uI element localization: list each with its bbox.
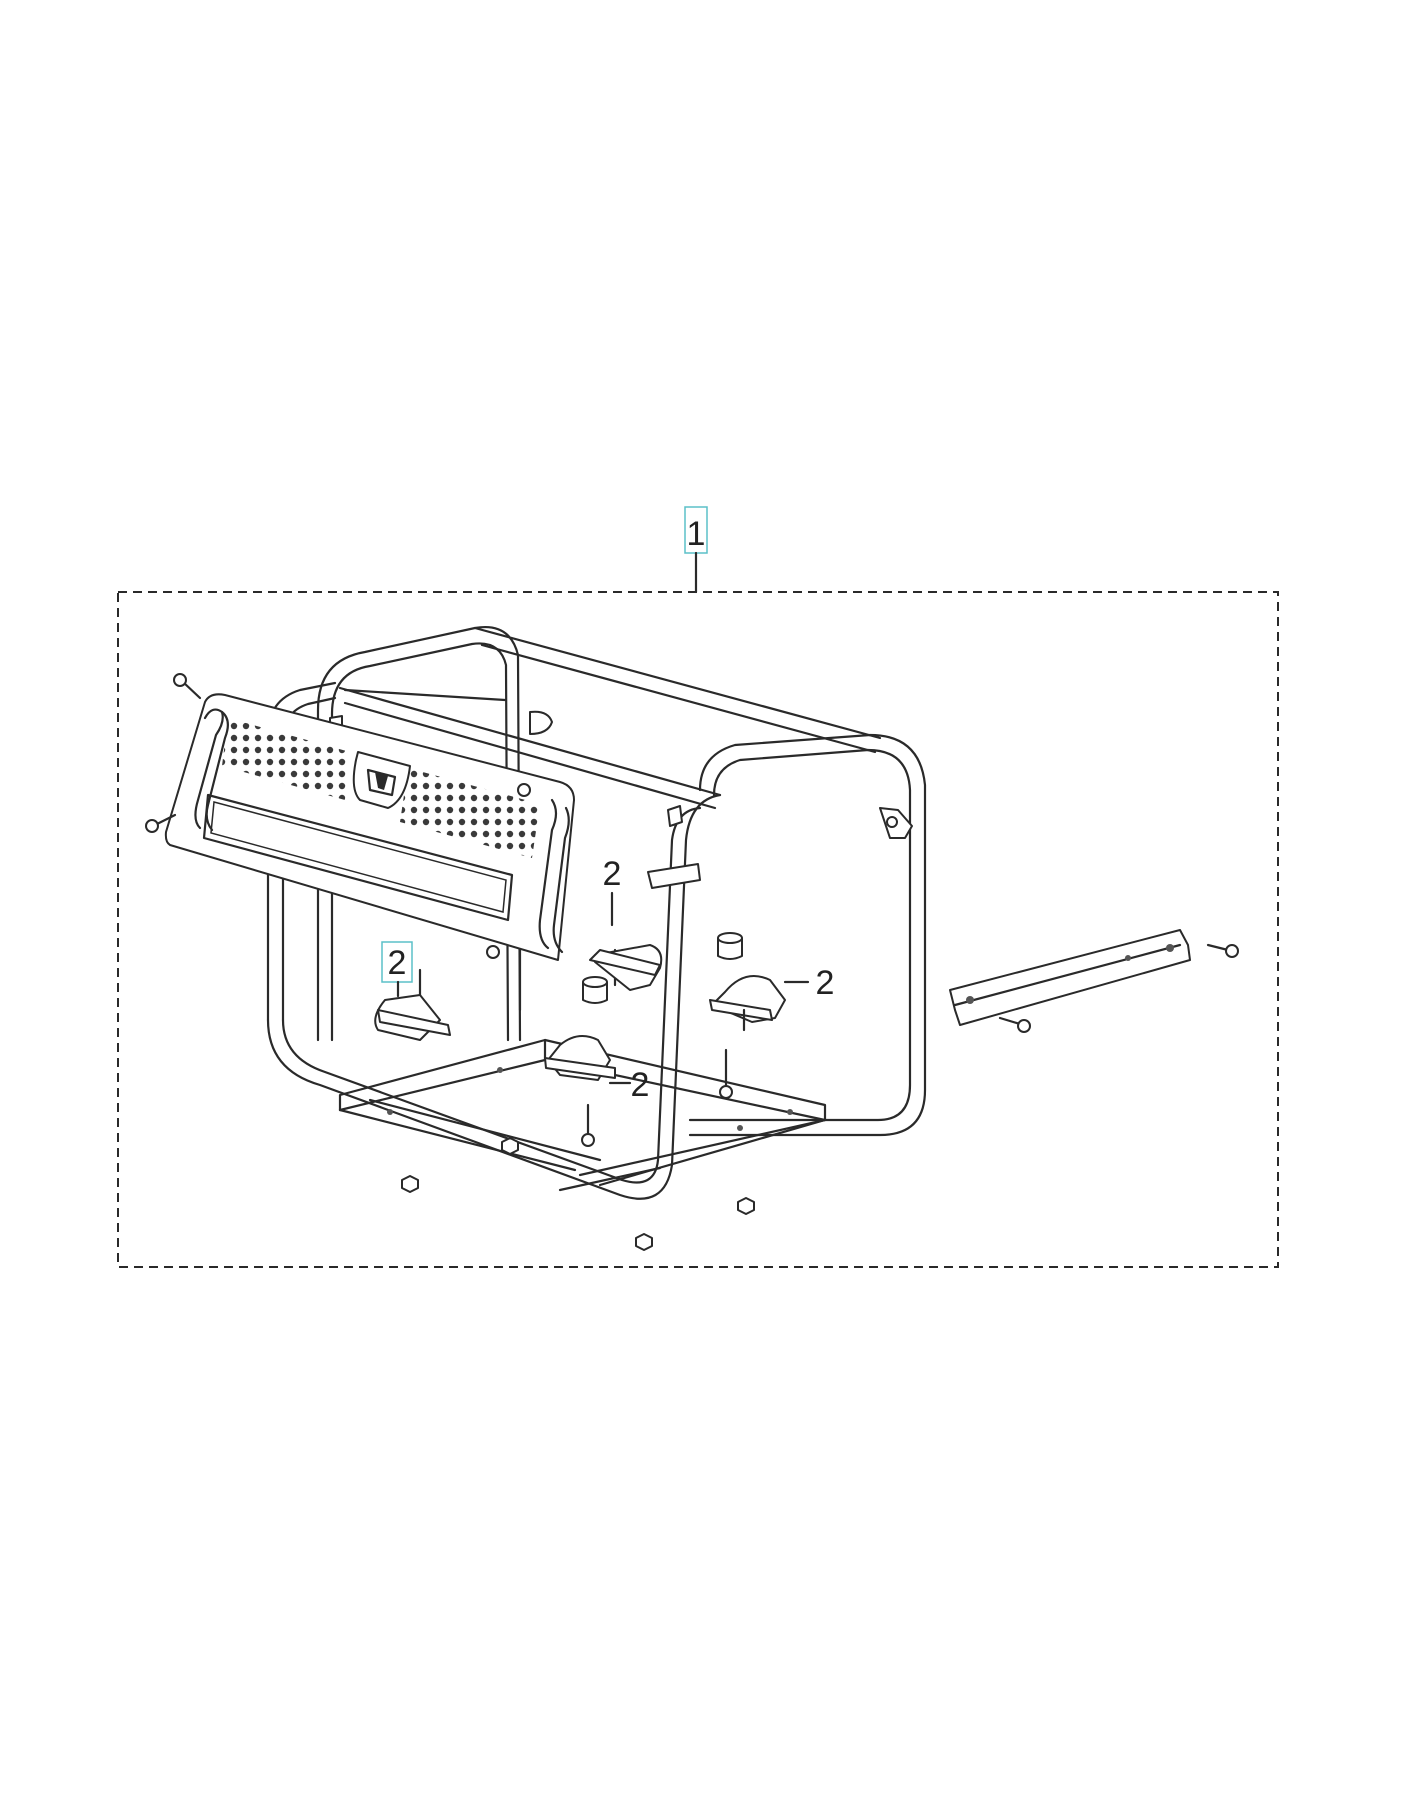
callout-label: 2	[388, 944, 407, 982]
callout-2-lower[interactable]: 2	[608, 1066, 650, 1104]
callout-label: 1	[687, 515, 706, 553]
assembly-boundary	[117, 591, 1279, 1268]
engine-mounts	[374, 944, 786, 1081]
callout-2-right[interactable]: 2	[783, 964, 835, 1002]
front-grille-panel	[164, 693, 575, 961]
callout-label: 2	[631, 1066, 650, 1104]
callout-2-left[interactable]: 2	[381, 941, 413, 998]
frame-assembly	[266, 626, 927, 1200]
callout-2-upper[interactable]: 2	[603, 855, 622, 927]
callout-label: 2	[816, 964, 835, 1002]
callout-1[interactable]: 1	[684, 506, 708, 594]
hardware	[145, 673, 1239, 1251]
callout-label: 2	[603, 855, 622, 893]
